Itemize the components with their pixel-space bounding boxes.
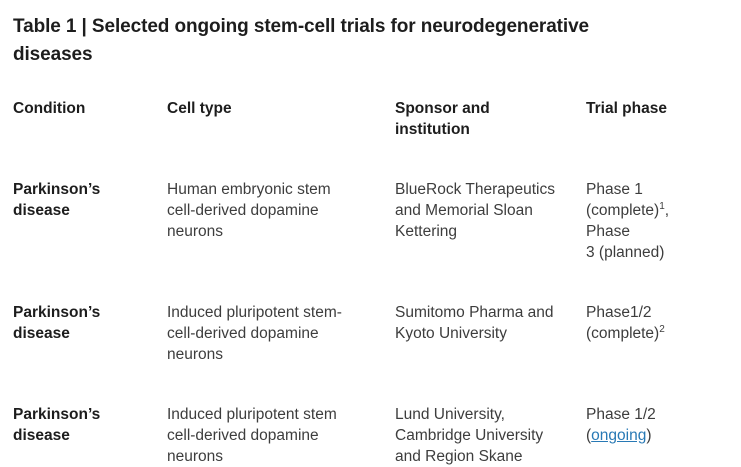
table-title: Table 1 | Selected ongoing stem-cell tri… (13, 16, 590, 65)
header-cell-type: Cell type (167, 100, 232, 117)
table-1-panel: Table 1 | Selected ongoing stem-cell tri… (13, 16, 723, 465)
ongoing-trial-link[interactable]: ongoing (591, 427, 647, 444)
table-header-row: Condition Cell type Sponsor and institut… (13, 98, 723, 140)
header-trial-phase: Trial phase (586, 100, 667, 117)
phase-text: Phase 1 (complete) (586, 181, 660, 219)
header-condition: Condition (13, 100, 86, 117)
phase-text: Phase 1/2 ( (586, 406, 656, 444)
table-row: Parkinson’s disease Human embryonic stem … (13, 179, 723, 263)
condition-cell: Parkinson’s disease (13, 181, 101, 219)
condition-cell: Parkinson’s disease (13, 406, 101, 444)
cell-type-cell: Human embryonic stem cell-derived dopami… (167, 181, 331, 240)
sponsor-cell: Sumitomo Pharma and Kyoto University (395, 304, 554, 342)
reference-superscript: 2 (659, 323, 665, 335)
sponsor-cell: BlueRock Therapeutics and Memorial Sloan… (395, 181, 555, 240)
cell-type-cell: Induced pluripotent stem- cell-derived d… (167, 304, 342, 363)
header-sponsor-institution: Sponsor and institution (395, 100, 490, 138)
table-row: Parkinson’s disease Induced pluripotent s… (13, 302, 723, 365)
phase-text: ) (646, 427, 652, 444)
phase-text: , Phase 3 (planned) (586, 202, 670, 261)
trial-phase-cell: Phase1/2 (complete)2 (586, 302, 723, 365)
table-body: Parkinson’s disease Human embryonic stem … (13, 179, 723, 467)
trial-phase-cell: Phase 1/2 (ongoing) (586, 404, 723, 467)
sponsor-cell: Lund University, Cambridge University an… (395, 406, 544, 465)
condition-cell: Parkinson’s disease (13, 304, 101, 342)
table-row: Parkinson’s disease Induced pluripotent s… (13, 404, 723, 467)
cell-type-cell: Induced pluripotent stem cell-derived do… (167, 406, 337, 465)
trial-phase-cell: Phase 1 (complete)1, Phase 3 (planned) (586, 179, 723, 263)
reference-superscript: 1 (659, 200, 665, 212)
phase-text: Phase1/2 (complete) (586, 304, 660, 342)
